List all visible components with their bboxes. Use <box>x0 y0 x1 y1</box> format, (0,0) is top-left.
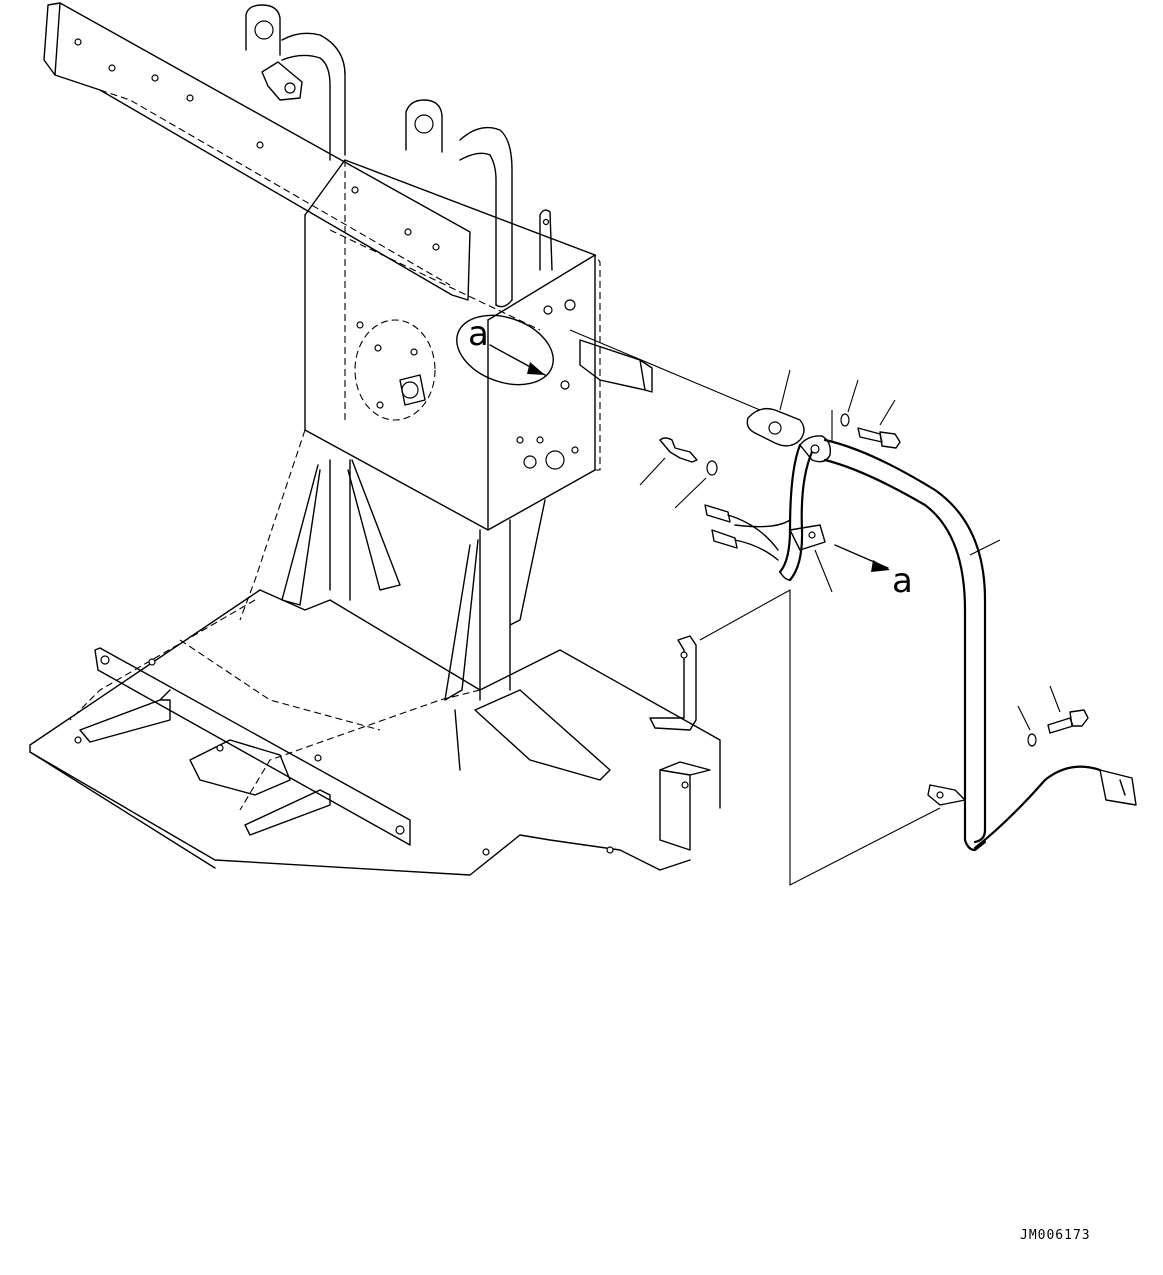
bolt-part-upper <box>857 399 901 449</box>
connector-pair <box>704 504 791 561</box>
washer-part-left <box>674 460 718 509</box>
bracket-part <box>649 635 697 731</box>
gasket-part <box>746 369 805 447</box>
frame-structure <box>29 2 721 876</box>
bolt-part-left <box>639 437 698 486</box>
bent-tube-part <box>799 435 1001 852</box>
drawing-number: JM006173 <box>1020 1228 1091 1243</box>
washer-part-upper <box>831 379 859 442</box>
view-marker-bottom: a <box>834 544 913 601</box>
bolt-part-lower <box>1047 685 1089 734</box>
view-marker-bottom-label: a <box>892 561 913 601</box>
view-marker-top: a <box>456 314 554 386</box>
assembly-leader-bracket <box>699 589 941 886</box>
harness-lower <box>927 765 1137 850</box>
washer-part-lower <box>1017 705 1037 747</box>
beam-bolt-holes <box>74 38 440 251</box>
view-marker-top-label: a <box>468 314 489 354</box>
sensor-tube-part <box>778 443 833 593</box>
assembly-leader-upper <box>569 329 761 411</box>
